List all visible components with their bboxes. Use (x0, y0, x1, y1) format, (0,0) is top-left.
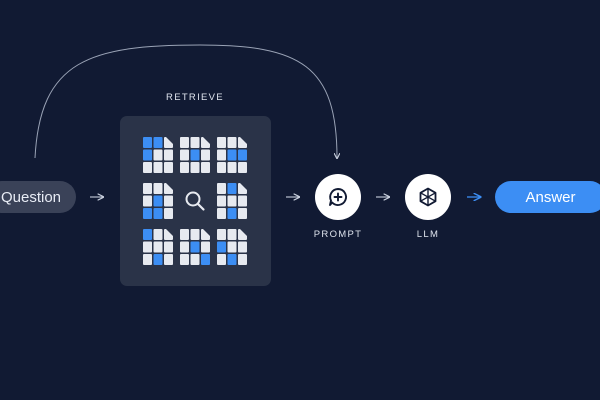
document-thumbnail (180, 229, 210, 265)
retrieve-panel (120, 116, 271, 286)
llm-node (405, 174, 451, 220)
document-thumbnail (217, 137, 247, 173)
prompt-label: PROMPT (313, 229, 363, 240)
chat-bubble-plus-icon (329, 188, 347, 206)
retrieve-label: RETRIEVE (166, 92, 224, 103)
document-thumbnail (180, 137, 210, 173)
document-thumbnail (143, 137, 173, 173)
llm-label: LLM (416, 229, 440, 240)
document-thumbnail (143, 183, 173, 219)
answer-label: Answer (525, 188, 576, 206)
answer-node: Answer (495, 181, 600, 213)
feedback-arc (34, 44, 337, 158)
document-thumbnail (143, 229, 173, 265)
question-label: Question (0, 188, 62, 206)
question-node: Question (0, 181, 76, 213)
prompt-node (315, 174, 361, 220)
document-thumbnail (217, 183, 247, 219)
magnifier-icon (185, 191, 205, 211)
document-thumbnail (217, 229, 247, 265)
cube-icon (419, 187, 437, 207)
